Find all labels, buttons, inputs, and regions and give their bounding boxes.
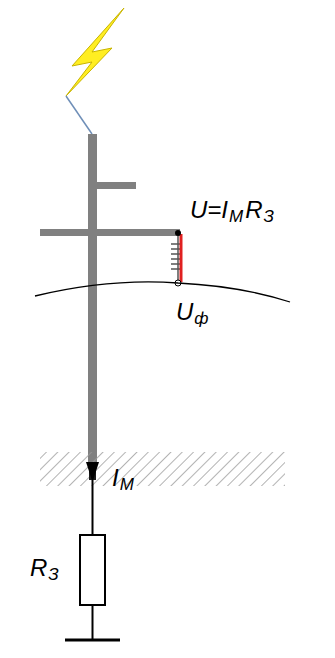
voltage-label: R — [245, 198, 262, 222]
ground-wire — [92, 605, 94, 640]
lower-crossarm — [40, 229, 180, 236]
current-arrow — [86, 462, 99, 482]
subscript: ф — [194, 310, 208, 327]
upper-crossarm — [92, 182, 136, 189]
subscript: М — [120, 476, 134, 493]
insulator-string — [171, 230, 181, 286]
subscript: З — [264, 208, 274, 225]
phase-voltage-label: U — [176, 300, 193, 324]
subscript: М — [229, 208, 243, 225]
resistor-symbol — [80, 535, 105, 605]
lightning-bolt — [66, 8, 124, 96]
lightning-path — [66, 96, 92, 134]
ground-wire — [92, 480, 94, 535]
ground-band — [40, 452, 285, 486]
ground-symbol — [65, 639, 120, 642]
subscript: З — [48, 566, 58, 583]
voltage-label: U=I — [190, 198, 228, 222]
phase-wire — [35, 282, 290, 302]
current-label: I — [112, 466, 119, 490]
resistance-label: R — [30, 556, 47, 580]
